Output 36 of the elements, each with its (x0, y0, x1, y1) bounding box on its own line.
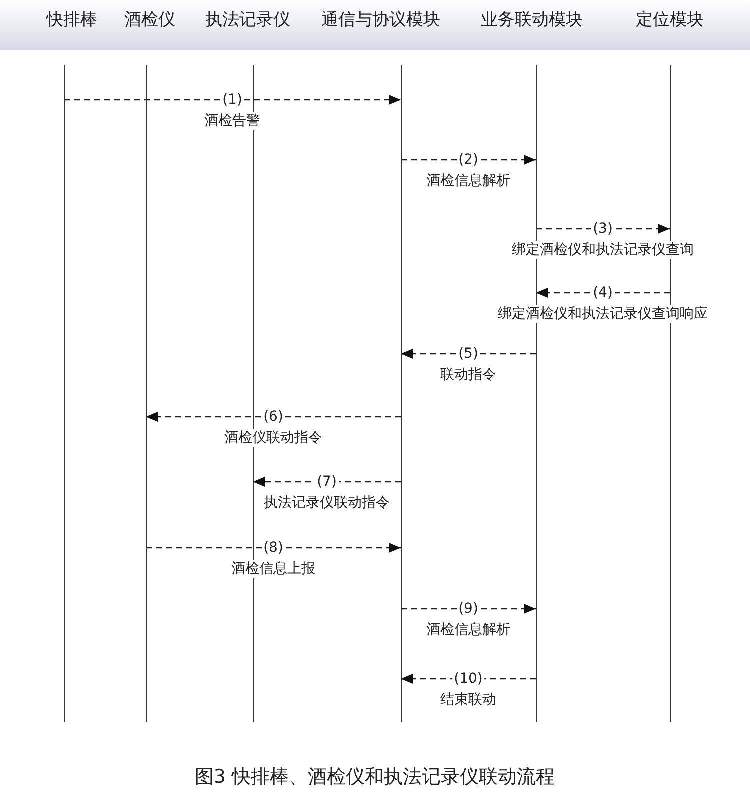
edge-label: (2) (456, 152, 480, 168)
message-label: 酒检信息解析 (424, 172, 512, 190)
participant-label: 业务联动模块 (480, 9, 584, 31)
figure-caption: 图3 快排棒、酒检仪和执法记录仪联动流程 (194, 765, 556, 790)
edge-label: (6) (262, 409, 286, 425)
edge-label: (1) (220, 92, 244, 108)
participant-label: 快排棒 (45, 9, 98, 31)
message-label: 酒检告警 (202, 112, 262, 130)
participant-label: 酒检仪 (124, 9, 176, 31)
edge-label: (7) (315, 474, 339, 490)
message-label: 绑定酒检仪和执法记录仪查询响应 (496, 305, 710, 323)
message-arrow (64, 95, 401, 105)
message-arrow (146, 412, 401, 422)
message-label: 酒检仪联动指令 (222, 429, 324, 447)
participant-label: 通信与协议模块 (320, 9, 442, 31)
message-arrow (401, 349, 536, 359)
edge-label: (8) (262, 540, 286, 556)
message-arrow (536, 224, 670, 234)
participant-label: 定位模块 (635, 9, 705, 31)
message-arrow (146, 543, 401, 553)
message-arrow (253, 477, 401, 487)
edge-label: (5) (456, 346, 480, 362)
message-label: 联动指令 (438, 366, 498, 384)
message-arrow (401, 155, 536, 165)
edge-label: (4) (591, 285, 615, 301)
message-arrow (401, 604, 536, 614)
participant-label: 执法记录仪 (204, 9, 292, 31)
message-label: 执法记录仪联动指令 (262, 494, 392, 512)
message-arrow (536, 288, 670, 298)
message-label: 绑定酒检仪和执法记录仪查询 (510, 241, 696, 259)
edge-label: (3) (591, 221, 615, 237)
message-label: 酒检信息解析 (424, 621, 512, 639)
message-label: 酒检信息上报 (230, 560, 318, 578)
message-label: 结束联动 (438, 691, 498, 709)
edge-label: (10) (452, 671, 485, 687)
edge-label: (9) (456, 601, 480, 617)
